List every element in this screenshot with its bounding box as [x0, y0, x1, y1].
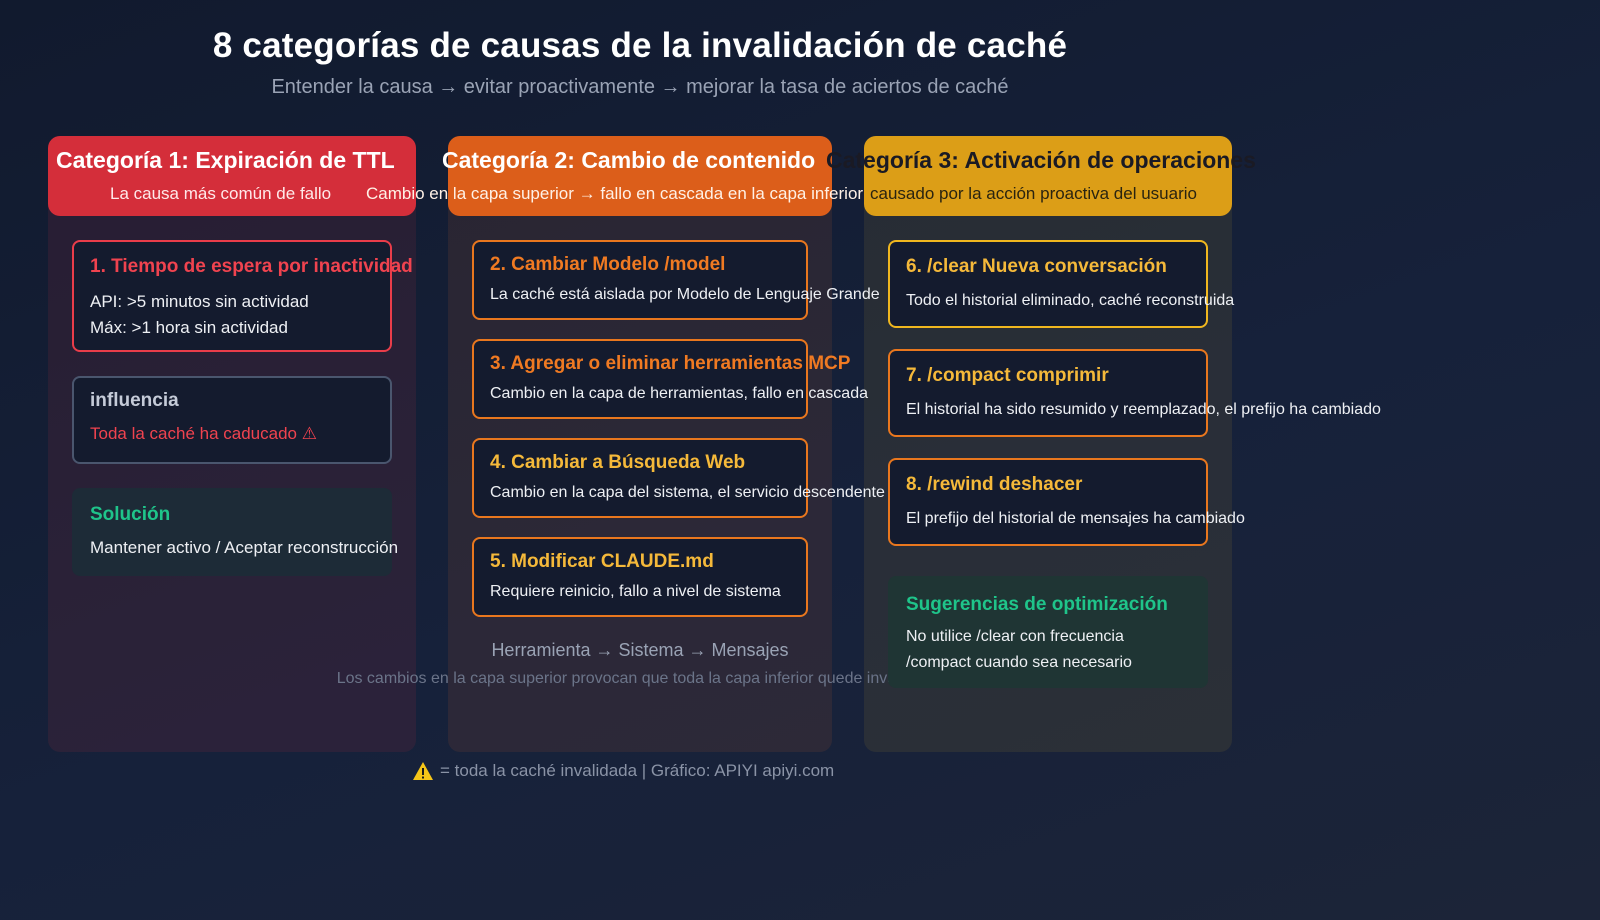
cause-5-text: Requiere reinicio, fallo a nivel de sist…: [490, 583, 781, 600]
cause-card-clear: 6. /clear Nueva conversación Todo el his…: [888, 240, 1234, 328]
category-1-subtitle: La causa más común de fallo: [110, 184, 332, 203]
cause-5-title: 5. Modificar CLAUDE.md: [490, 551, 714, 572]
footer-text: = toda la caché invalidada | Gráfico: AP…: [440, 761, 835, 780]
cause-4-title: 4. Cambiar a Búsqueda Web: [490, 452, 746, 473]
cause-card-inactivity: 1. Tiempo de espera por inactividad API:…: [72, 240, 413, 352]
cause-card-model: 2. Cambiar Modelo /model La caché está a…: [472, 240, 880, 320]
category-3-subtitle: causado por la acción proactiva del usua…: [870, 184, 1197, 203]
impact-text: Toda la caché ha caducado ⚠: [90, 424, 317, 443]
cause-2-text: La caché está aislada por Modelo de Leng…: [490, 286, 880, 303]
footer: = toda la caché invalidada | Gráfico: AP…: [412, 760, 834, 782]
impact-card: influencia Toda la caché ha caducado ⚠: [72, 376, 392, 464]
category-2-subtitle: Cambio en la capa superior → fallo en ca…: [366, 184, 864, 203]
cause-card-compact: 7. /compact comprimir El historial ha si…: [888, 349, 1381, 437]
impact-title: influencia: [90, 390, 179, 411]
cause-8-title: 8. /rewind deshacer: [906, 474, 1083, 495]
page-subtitle: Entender la causa → evitar proactivament…: [271, 76, 1009, 98]
cause-card-web-search: 4. Cambiar a Búsqueda Web Cambio en la c…: [472, 438, 885, 518]
solution-text: Mantener activo / Aceptar reconstrucción: [90, 538, 399, 557]
category-1-header: Categoría 1: Expiración de TTL La causa …: [48, 136, 416, 216]
solution-card: Solución Mantener activo / Aceptar recon…: [72, 488, 398, 576]
layer-flow: Herramienta → Sistema → Mensajes: [491, 640, 789, 660]
optimization-tips-card: Sugerencias de optimización No utilice /…: [888, 576, 1208, 688]
tips-line-1: No utilice /clear con frecuencia: [906, 628, 1124, 645]
cause-card-mcp: 3. Agregar o eliminar herramientas MCP C…: [472, 339, 868, 419]
cause-7-title: 7. /compact comprimir: [906, 365, 1109, 386]
category-2-header: Categoría 2: Cambio de contenido Cambio …: [366, 136, 863, 216]
cause-card-claude-md: 5. Modificar CLAUDE.md Requiere reinicio…: [472, 537, 808, 617]
category-3-title: Categoría 3: Activación de operaciones: [826, 147, 1256, 173]
cause-3-title: 3. Agregar o eliminar herramientas MCP: [490, 353, 851, 374]
category-1-title: Categoría 1: Expiración de TTL: [56, 147, 395, 173]
cause-4-text: Cambio en la capa del sistema, el servic…: [490, 484, 885, 501]
cause-8-text: El prefijo del historial de mensajes ha …: [906, 510, 1245, 527]
category-2-title: Categoría 2: Cambio de contenido: [442, 147, 816, 173]
cause-6-title: 6. /clear Nueva conversación: [906, 256, 1167, 277]
layer-flow-note: Los cambios en la capa superior provocan…: [336, 670, 944, 687]
cause-2-title: 2. Cambiar Modelo /model: [490, 254, 726, 275]
cause-card-rewind: 8. /rewind deshacer El prefijo del histo…: [888, 458, 1245, 546]
tips-title: Sugerencias de optimización: [906, 594, 1168, 615]
cause-line-2: Máx: >1 hora sin actividad: [90, 318, 288, 337]
cause-title: 1. Tiempo de espera por inactividad: [90, 256, 413, 277]
cause-7-text: El historial ha sido resumido y reemplaz…: [906, 401, 1381, 418]
page-title: 8 categorías de causas de la invalidació…: [212, 26, 1068, 65]
category-3-header: Categoría 3: Activación de operaciones c…: [826, 136, 1256, 216]
warning-icon: [413, 762, 433, 780]
cause-6-text: Todo el historial eliminado, caché recon…: [906, 292, 1235, 309]
cause-line-1: API: >5 minutos sin actividad: [90, 292, 309, 311]
tips-line-2: /compact cuando sea necesario: [906, 654, 1132, 671]
solution-title: Solución: [90, 504, 171, 525]
cause-3-text: Cambio en la capa de herramientas, fallo…: [490, 385, 868, 402]
